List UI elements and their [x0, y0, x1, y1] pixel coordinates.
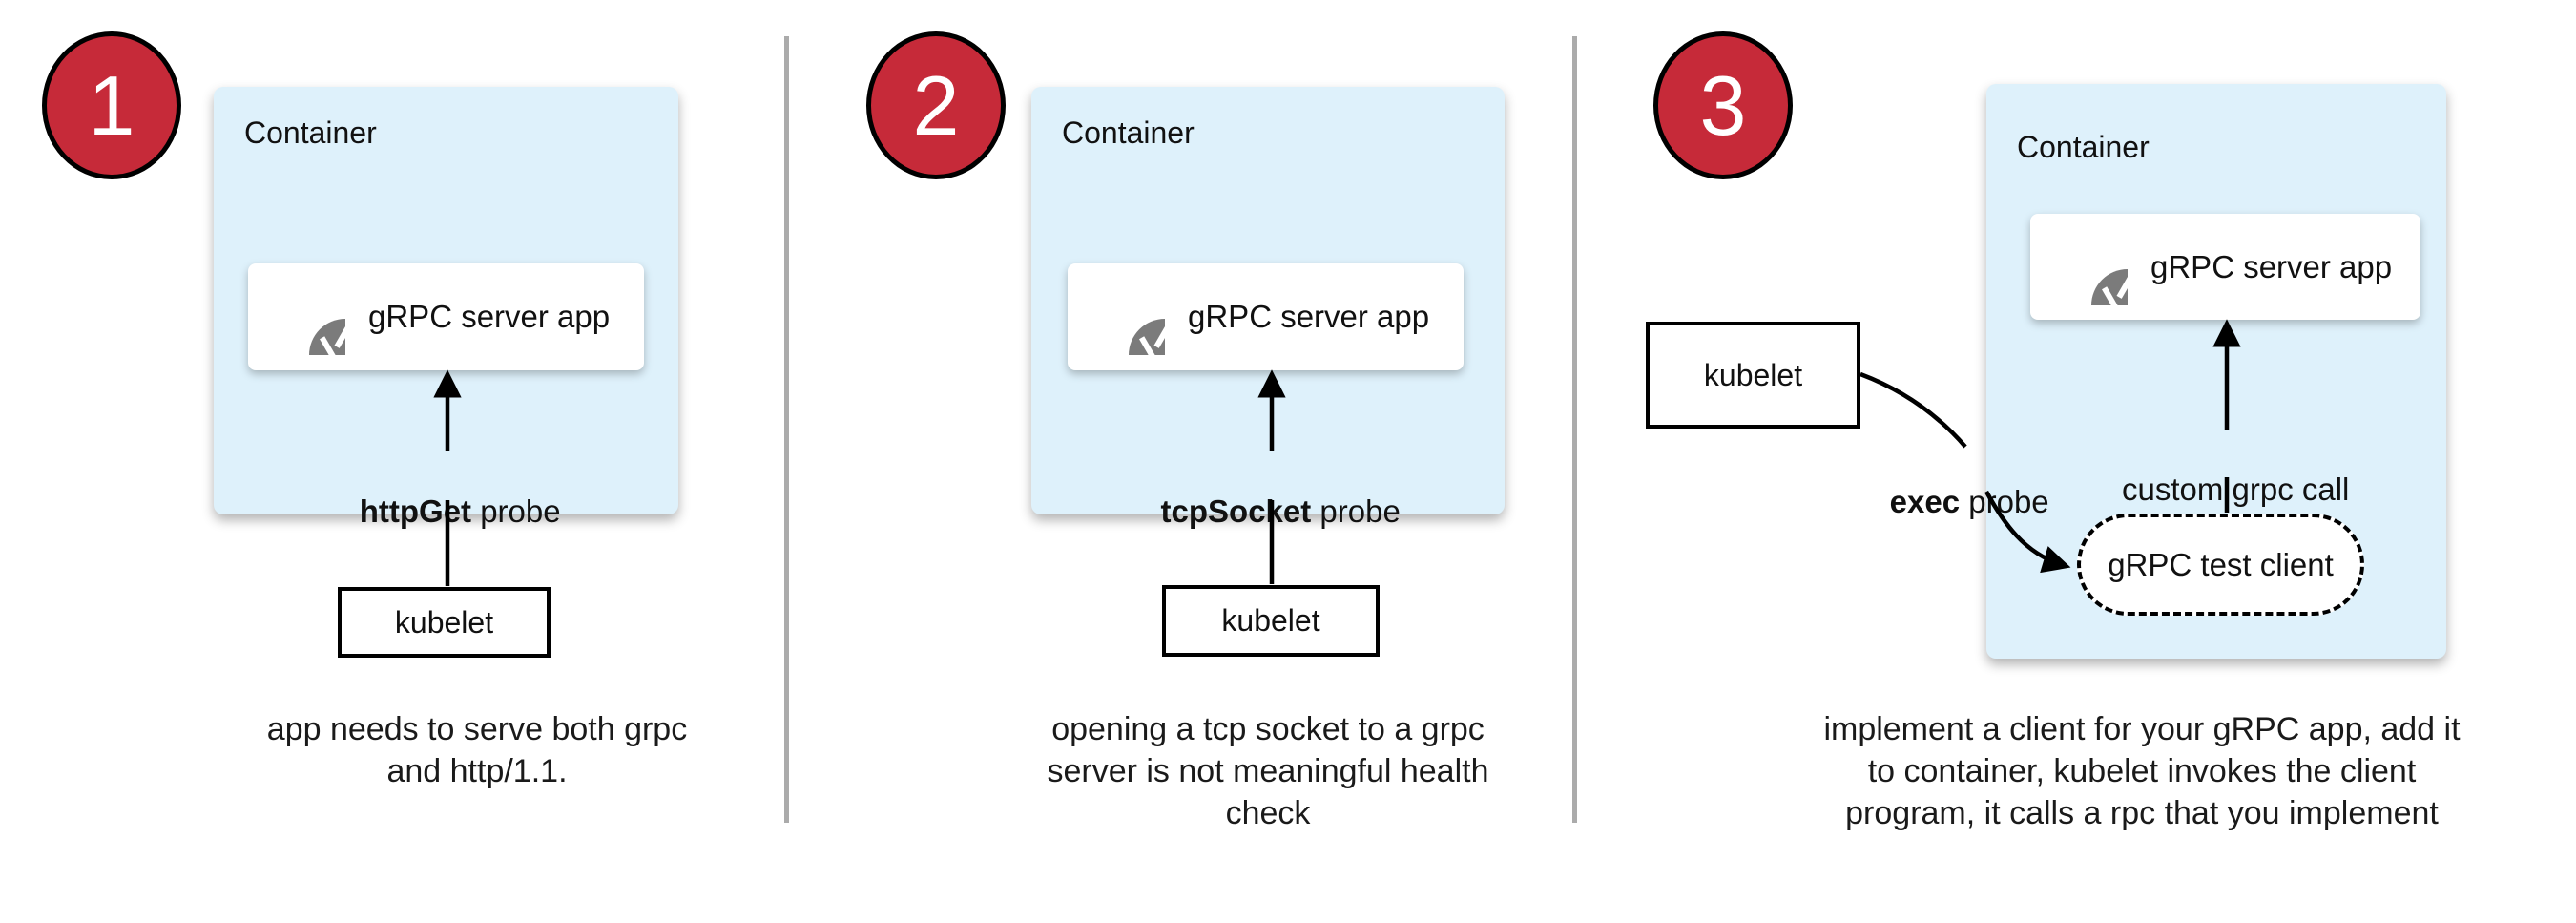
container-label: Container — [1062, 115, 1195, 150]
probe-word: probe — [1960, 484, 2049, 519]
kubelet-box-3: kubelet — [1646, 322, 1860, 429]
kubelet-label: kubelet — [394, 604, 494, 640]
caption-1: app needs to serve both grpc and http/1.… — [239, 708, 716, 792]
app-label: gRPC server app — [2150, 248, 2393, 284]
app-label: gRPC server app — [1188, 299, 1430, 334]
probe-word: probe — [471, 493, 561, 529]
caption-3: implement a client for your gRPC app, ad… — [1808, 708, 2476, 834]
grpc-server-app-box-1: gRPC server app — [248, 263, 644, 370]
step-badge-2: 2 — [866, 31, 1006, 179]
app-label: gRPC server app — [368, 299, 611, 334]
probe-label-3: exec probe — [1872, 448, 2049, 520]
aperture-icon — [269, 279, 345, 355]
probe-kind: httpGet — [359, 493, 472, 529]
caption-line: to container, kubelet invokes the client — [1867, 753, 2417, 789]
caption-2: opening a tcp socket to a grpc server is… — [982, 708, 1554, 834]
grpc-server-app-box-3: gRPC server app — [2030, 214, 2420, 320]
step-number: 2 — [912, 57, 960, 153]
step-badge-3: 3 — [1653, 31, 1793, 179]
aperture-icon — [1089, 279, 1165, 355]
kubelet-label: kubelet — [1221, 603, 1320, 638]
aperture-icon — [2051, 229, 2128, 305]
probe-label-1: httpGet probe — [342, 457, 561, 530]
caption-line: server is not meaningful health — [1047, 753, 1489, 789]
call-label: custom grpc call — [2121, 472, 2350, 507]
kubelet-box-2: kubelet — [1162, 585, 1380, 657]
grpc-test-client-pill: gRPC test client — [2077, 514, 2364, 616]
step-number: 3 — [1699, 57, 1747, 153]
probe-kind: exec — [1889, 484, 1961, 519]
kubelet-box-1: kubelet — [338, 587, 551, 658]
arrow-exec-curve-upper — [1859, 371, 1967, 449]
kubelet-label: kubelet — [1703, 357, 1803, 392]
custom-grpc-call-label: custom grpc call — [2105, 435, 2350, 508]
caption-line: check — [1225, 795, 1311, 831]
caption-line: opening a tcp socket to a grpc — [1051, 711, 1485, 747]
step-badge-1: 1 — [42, 31, 181, 179]
probe-label-2: tcpSocket probe — [1143, 457, 1401, 530]
probe-kind: tcpSocket — [1160, 493, 1312, 529]
container-label: Container — [2017, 130, 2150, 164]
caption-line: implement a client for your gRPC app, ad… — [1823, 711, 2461, 747]
probe-word: probe — [1311, 493, 1401, 529]
grpc-server-app-box-2: gRPC server app — [1068, 263, 1464, 370]
panel-divider-2 — [1572, 36, 1577, 823]
panel-divider-1 — [784, 36, 789, 823]
caption-line: and http/1.1. — [386, 753, 568, 789]
test-client-label: gRPC test client — [2108, 546, 2334, 582]
caption-line: program, it calls a rpc that you impleme… — [1845, 795, 2439, 831]
step-number: 1 — [88, 57, 135, 153]
container-label: Container — [244, 115, 377, 150]
caption-line: app needs to serve both grpc — [266, 711, 688, 747]
